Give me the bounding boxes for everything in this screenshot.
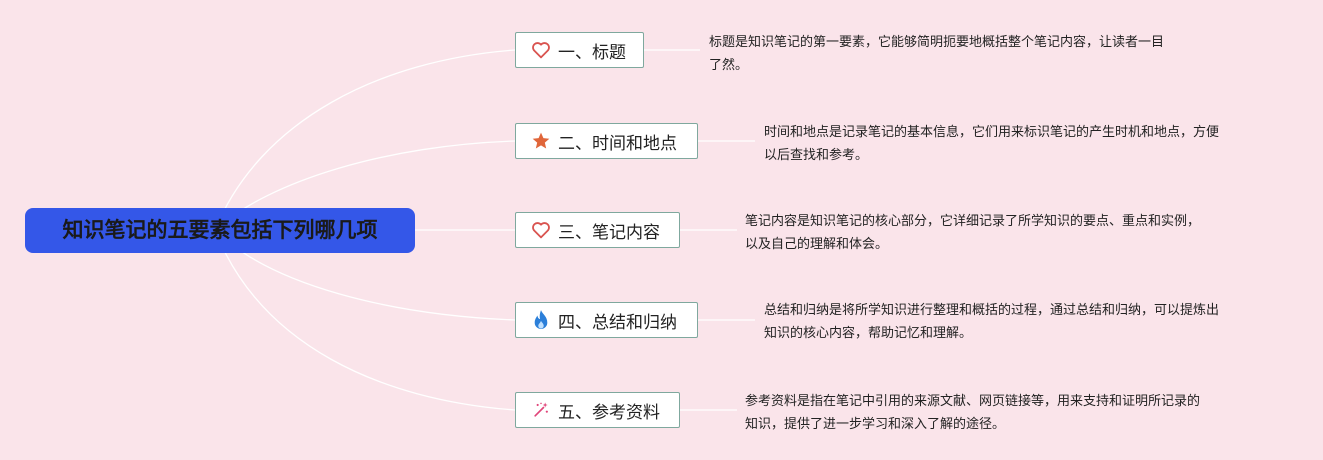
sparkle-icon (530, 399, 552, 421)
heart-outline-icon (530, 39, 552, 61)
branch-topic-references[interactable]: 五、参考资料 (515, 392, 680, 428)
branch-label: 五、参考资料 (558, 402, 660, 423)
root-connector-1 (214, 49, 516, 231)
branch-topic-time-place[interactable]: 二、时间和地点 (515, 123, 698, 159)
branch-description-summary: 总结和归纳是将所学知识进行整理和概括的过程，通过总结和归纳，可以提炼出 知识的核… (764, 303, 1220, 341)
heart-outline-icon (530, 219, 552, 241)
branch-description-content: 笔记内容是知识笔记的核心部分，它详细记录了所学知识的要点、重点和实例， 以及自己… (745, 214, 1201, 252)
branch-label: 三、笔记内容 (558, 222, 660, 243)
branch-label: 四、总结和归纳 (558, 312, 677, 333)
branch-description-title: 标题是知识笔记的第一要素，它能够简明扼要地概括整个笔记内容，让读者一目 了然。 (709, 35, 1165, 73)
root-connector-5 (214, 229, 516, 411)
branch-label: 一、标题 (558, 42, 626, 63)
branch-description-time-place: 时间和地点是记录笔记的基本信息，它们用来标识笔记的产生时机和地点，方便 以后查找… (764, 125, 1220, 163)
branch-description-references: 参考资料是指在笔记中引用的来源文献、网页链接等，用来支持和证明所记录的 知识，提… (745, 394, 1201, 432)
branch-label: 二、时间和地点 (558, 133, 677, 154)
root-topic[interactable]: 知识笔记的五要素包括下列哪几项 (25, 208, 415, 253)
flame-icon (530, 309, 552, 331)
branch-topic-title[interactable]: 一、标题 (515, 32, 644, 68)
branch-topic-content[interactable]: 三、笔记内容 (515, 212, 680, 248)
branch-topic-summary[interactable]: 四、总结和归纳 (515, 302, 698, 338)
star-icon (530, 130, 552, 152)
